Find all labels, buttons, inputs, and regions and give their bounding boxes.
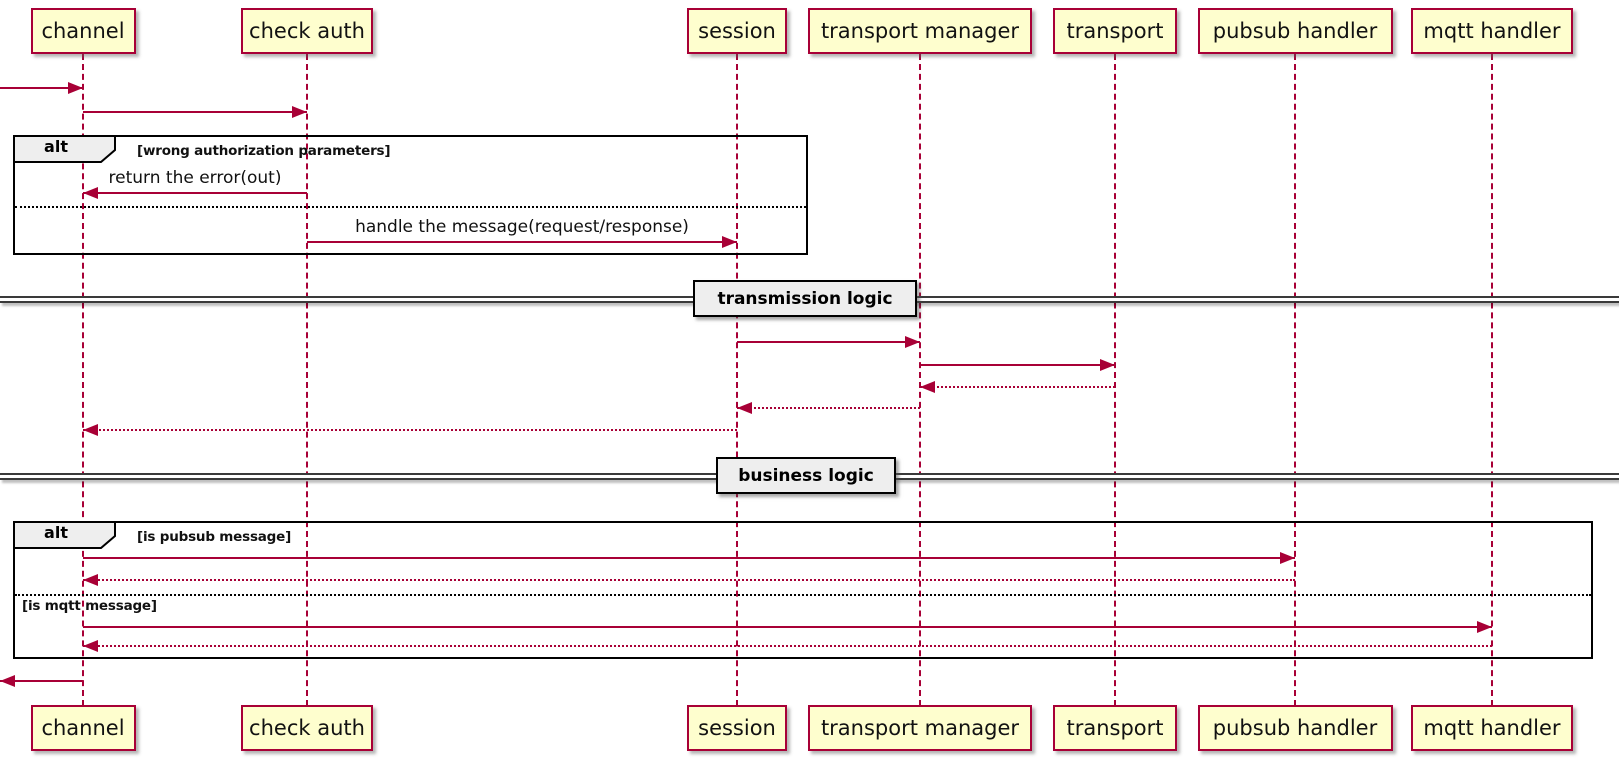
participant-box-top: channel [30,8,136,54]
participant-box-top: check auth [241,8,373,54]
lifeline [1114,54,1116,706]
message-arrowhead [83,640,98,652]
message-line [83,192,307,194]
lifeline [919,54,921,706]
lifeline [736,54,738,706]
message-arrowhead [737,402,752,414]
participant-box-top: transport [1053,8,1177,54]
message-line [920,364,1115,366]
lifeline [1294,54,1296,706]
message-arrowhead [1100,359,1115,371]
message-arrowhead [83,187,98,199]
message-line [83,429,737,431]
message-line [0,87,83,89]
alt-frame-label: alt [44,137,68,156]
lifeline [1491,54,1493,706]
message-line [83,579,1295,581]
message-line [83,111,307,113]
message-line [83,626,1492,628]
participant-box-top: transport manager [808,8,1032,54]
message-arrowhead [905,336,920,348]
divider-label: transmission logic [693,280,917,317]
alt-frame-header: alt [13,135,117,168]
message-arrowhead [83,424,98,436]
alt-frame: alt [is pubsub message] [is mqtt message] [13,521,1593,659]
message-line [737,341,920,343]
message-line [920,386,1115,388]
lifeline [306,54,308,706]
participant-box-top: pubsub handler [1197,8,1393,54]
message-arrowhead [722,236,737,248]
message-label: handle the message(request/response) [355,217,689,237]
participant-box-bottom: session [687,705,787,751]
alt-frame-label: alt [44,523,68,542]
participant-box-bottom: check auth [241,705,373,751]
message-label: return the error(out) [108,168,282,188]
message-arrowhead [292,106,307,118]
frame-separator [15,594,1591,596]
message-arrowhead [1280,552,1295,564]
participant-box-bottom: pubsub handler [1197,705,1393,751]
message-line [83,557,1295,559]
frame-guard: [is pubsub message] [137,529,292,545]
frame-guard: [is mqtt message] [22,598,157,614]
frame-guard: [wrong authorization parameters] [137,143,391,159]
participant-box-bottom: channel [30,705,136,751]
frame-separator [15,206,806,208]
divider-label: business logic [716,457,896,494]
message-line [307,241,737,243]
participant-box-bottom: transport manager [808,705,1032,751]
participant-box-bottom: mqtt handler [1411,705,1573,751]
message-arrowhead [83,574,98,586]
participant-box-top: mqtt handler [1411,8,1573,54]
participant-box-top: session [687,8,787,54]
alt-frame-header: alt [13,521,117,554]
message-line [737,407,920,409]
message-line [0,680,83,682]
message-arrowhead [68,82,83,94]
message-arrowhead [1477,621,1492,633]
message-line [83,645,1492,647]
participant-box-bottom: transport [1053,705,1177,751]
lifeline [82,54,84,706]
alt-frame: alt [wrong authorization parameters] [13,135,808,255]
message-arrowhead [920,381,935,393]
message-arrowhead [0,675,15,687]
